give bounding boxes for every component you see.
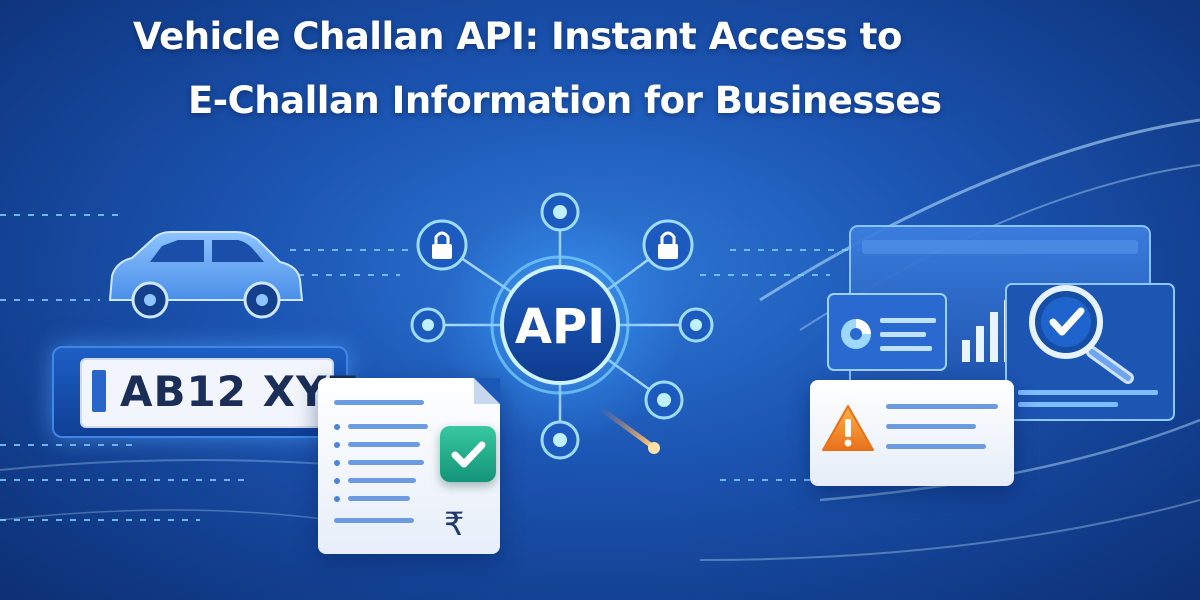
headline-line-1: Vehicle Challan API: Instant Access to	[133, 15, 902, 58]
document-fold	[474, 378, 500, 404]
card-line	[886, 444, 986, 449]
list-bullet	[334, 424, 340, 430]
card-line	[886, 424, 976, 429]
document-line	[348, 478, 416, 483]
plate-badge-icon	[92, 370, 106, 412]
network-node	[540, 420, 580, 460]
light-flare	[597, 405, 660, 454]
list-bullet	[334, 496, 340, 502]
document-line	[334, 400, 424, 405]
pie-chart-icon	[841, 319, 871, 349]
api-label: API	[515, 299, 605, 355]
list-bullet	[334, 460, 340, 466]
data-dashes	[0, 214, 860, 521]
challan-document: ₹	[318, 378, 500, 554]
pie-chart-card	[827, 293, 947, 371]
list-bullet	[334, 442, 340, 448]
list-bullet	[334, 478, 340, 484]
car-icon	[108, 231, 304, 319]
warning-icon	[822, 405, 874, 451]
api-hub: API	[490, 255, 630, 395]
card-line	[886, 404, 998, 409]
headline-line-2: E-Challan Information for Businesses	[188, 79, 942, 122]
document-line	[334, 518, 414, 523]
license-plate-face: AB12 XYZ	[80, 358, 358, 428]
check-badge-icon	[440, 426, 496, 482]
network-node	[644, 380, 684, 420]
rupee-icon: ₹	[444, 505, 465, 543]
magnifier-check-icon	[1029, 285, 1134, 384]
lock-icon	[416, 219, 468, 271]
alert-card	[810, 380, 1014, 486]
document-line	[348, 442, 420, 447]
document-line	[348, 460, 424, 465]
lock-icon	[642, 219, 694, 271]
license-plate: AB12 XYZ	[52, 346, 358, 438]
network-node	[410, 307, 446, 343]
document-line	[348, 496, 410, 501]
document-line	[348, 424, 428, 429]
network-node	[678, 307, 714, 343]
network-node	[540, 192, 580, 232]
